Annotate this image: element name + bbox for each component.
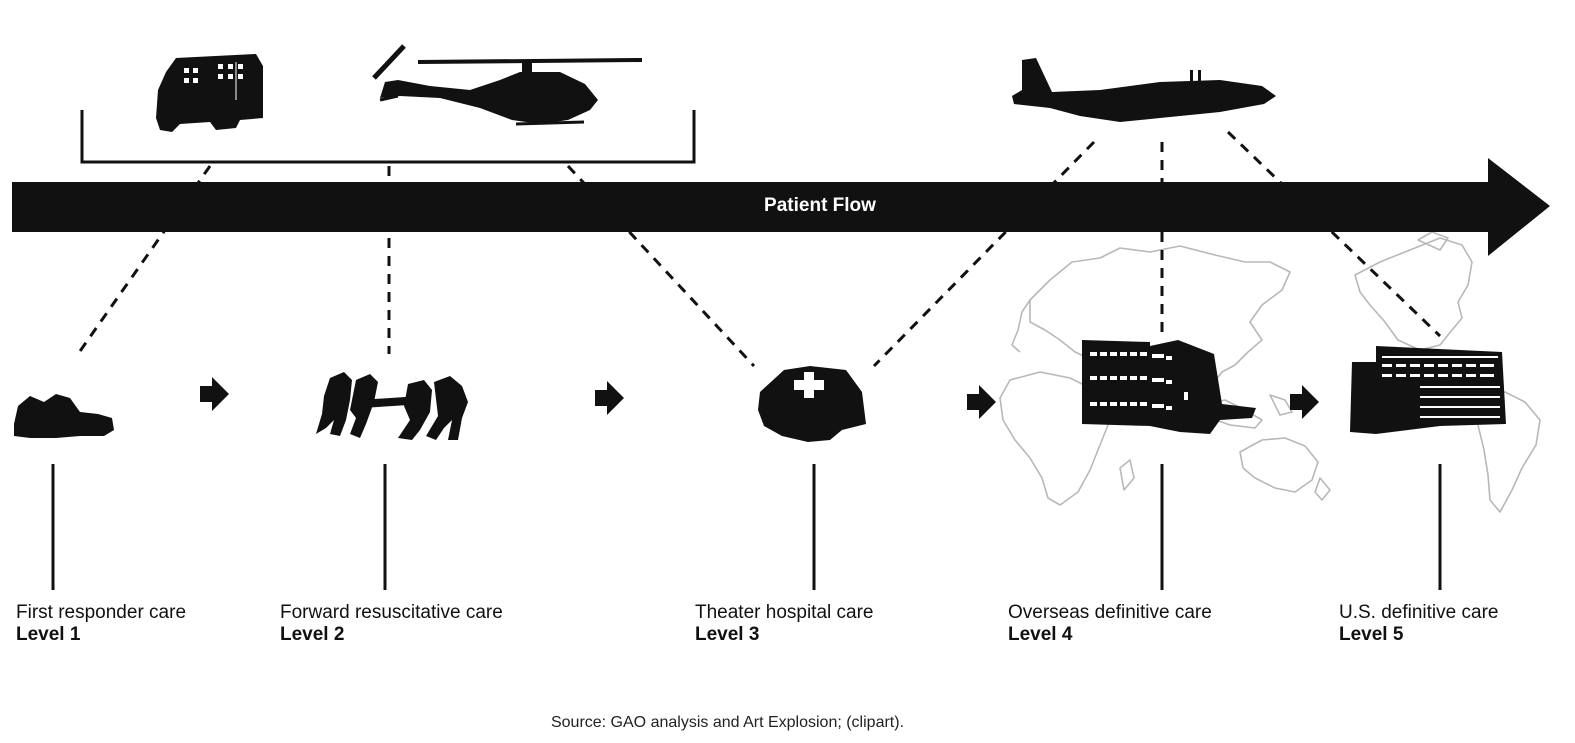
step-arrow-icon bbox=[1290, 385, 1319, 419]
level-5-care: U.S. definitive care bbox=[1339, 602, 1499, 623]
medevac-helicopter-icon bbox=[372, 44, 643, 126]
cargo-aircraft-icon bbox=[1012, 58, 1276, 122]
level-4-care: Overseas definitive care bbox=[1008, 602, 1212, 623]
level-2-label: Forward resuscitative care Level 2 bbox=[280, 602, 503, 646]
level-4-number: Level 4 bbox=[1008, 624, 1073, 645]
ground-air-bracket bbox=[80, 110, 696, 164]
level-1-number: Level 1 bbox=[16, 624, 81, 645]
source-note: Source: GAO analysis and Art Explosion; … bbox=[0, 714, 1575, 732]
level-3-number: Level 3 bbox=[695, 624, 760, 645]
level-leader-lines bbox=[51, 464, 1442, 590]
patient-flow-arrow: Patient Flow bbox=[12, 158, 1550, 256]
transport-connectors bbox=[76, 130, 1442, 368]
level-5-label: U.S. definitive care Level 5 bbox=[1339, 602, 1498, 646]
level-4-label: Overseas definitive care Level 4 bbox=[1008, 602, 1212, 646]
step-arrows bbox=[200, 377, 1319, 419]
level-2-care: Forward resuscitative care bbox=[280, 602, 503, 623]
step-arrow-icon bbox=[200, 377, 229, 411]
level-5-number: Level 5 bbox=[1339, 624, 1404, 645]
overseas-hospital-building-icon bbox=[1082, 340, 1256, 434]
level-3-label: Theater hospital care Level 3 bbox=[695, 602, 874, 646]
us-hospital-building-icon bbox=[1350, 346, 1506, 434]
wounded-soldier-icon bbox=[14, 394, 114, 438]
level-3-care: Theater hospital care bbox=[695, 602, 874, 623]
ground-ambulance-icon bbox=[156, 54, 263, 132]
stretcher-team-icon bbox=[316, 372, 468, 440]
step-arrow-icon bbox=[967, 385, 996, 419]
source-text: Source: GAO analysis and Art Explosion; … bbox=[550, 714, 905, 731]
level-1-label: First responder care Level 1 bbox=[16, 602, 186, 646]
level-2-number: Level 2 bbox=[280, 624, 345, 645]
field-hospital-tent-icon bbox=[758, 366, 866, 442]
step-arrow-icon bbox=[595, 381, 624, 415]
patient-flow-label: Patient Flow bbox=[764, 195, 876, 216]
level-1-care: First responder care bbox=[16, 602, 187, 623]
